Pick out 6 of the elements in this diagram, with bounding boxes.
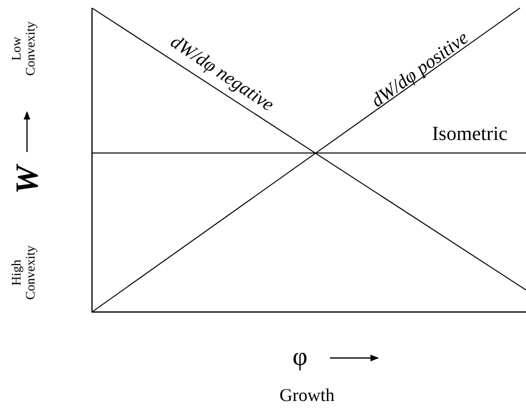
axis-title: Growth: [280, 386, 334, 404]
axis-end-label: High Convexity: [9, 244, 37, 300]
axis-label: φ: [292, 342, 308, 370]
line-label: Isometric: [432, 124, 508, 144]
axis-end-label: Low Convexity: [9, 20, 37, 76]
axis-label: W: [10, 166, 44, 194]
